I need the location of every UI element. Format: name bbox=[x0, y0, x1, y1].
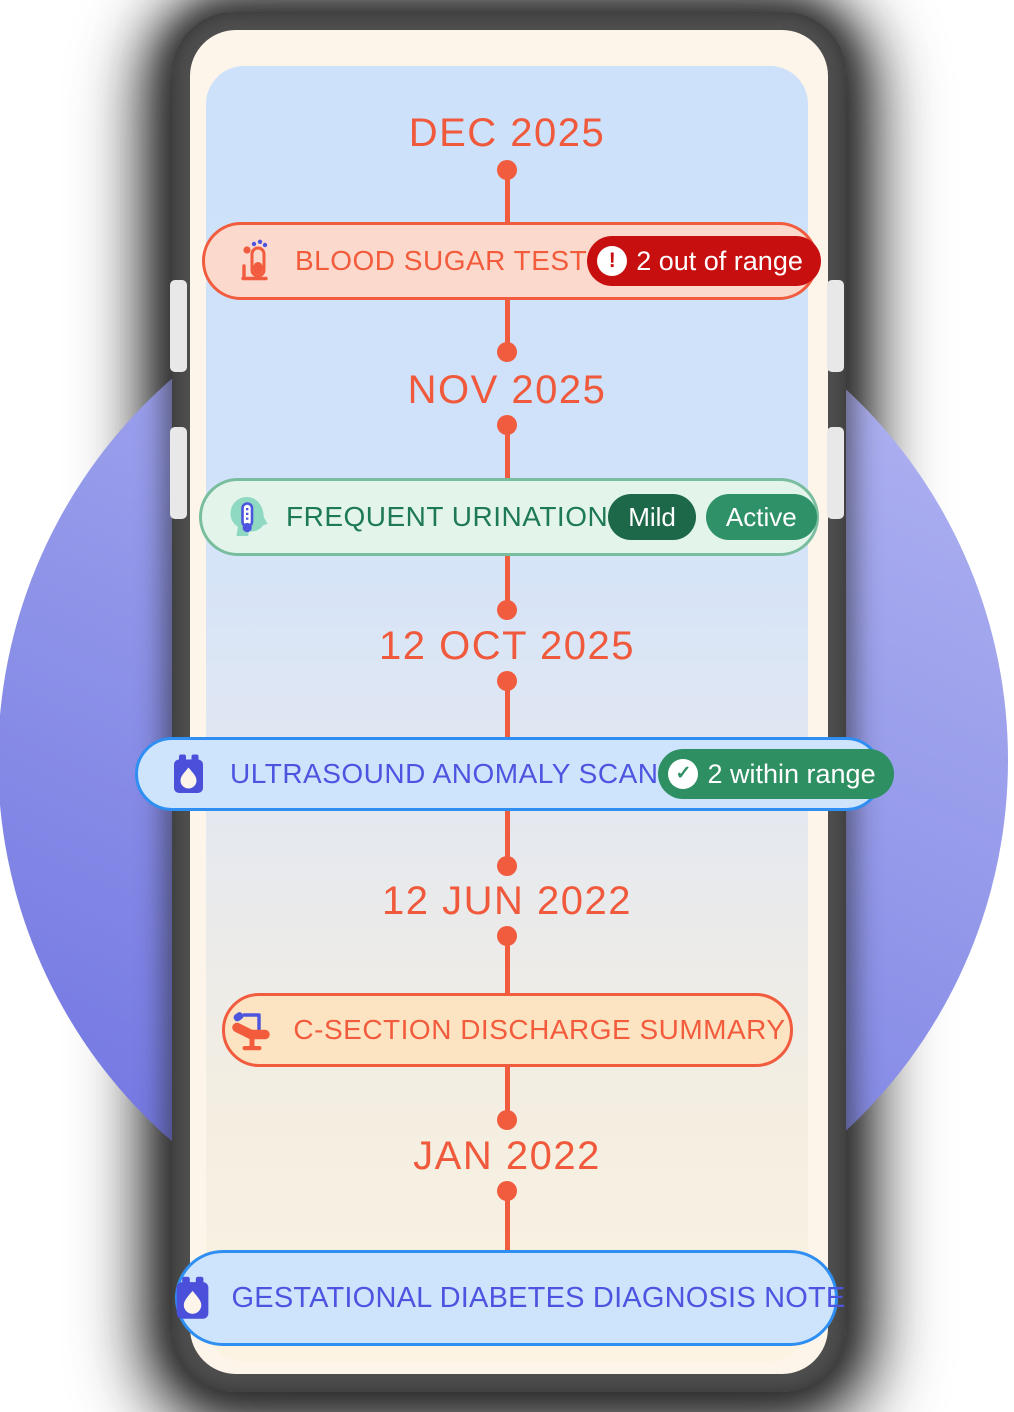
event-label: C-SECTION DISCHARGE SUMMARY bbox=[293, 1014, 786, 1045]
badge-text: Active bbox=[725, 501, 797, 532]
timeline-dot bbox=[497, 160, 517, 180]
status-badge-out-of-range: ! 2 out of range bbox=[587, 236, 821, 286]
volume-down-button bbox=[170, 427, 187, 519]
event-label: ULTRASOUND ANOMALY SCAN bbox=[230, 758, 659, 789]
timeline-dot bbox=[497, 600, 517, 620]
badge-text: 2 out of range bbox=[636, 245, 803, 276]
badge-text: 2 within range bbox=[707, 758, 876, 789]
timeline-line bbox=[505, 1197, 510, 1254]
timeline-date: 12 OCT 2025 bbox=[379, 624, 635, 668]
event-label: FREQUENT URINATION bbox=[286, 501, 609, 532]
timeline-line bbox=[505, 176, 510, 228]
timeline-dot bbox=[497, 1181, 517, 1201]
blood-bag-icon bbox=[176, 1276, 208, 1319]
timeline-line bbox=[505, 1061, 510, 1116]
timeline-line bbox=[505, 804, 510, 862]
timeline-date: 12 JUN 2022 bbox=[382, 879, 632, 923]
blood-bag-icon bbox=[174, 754, 203, 793]
test-tube-icon bbox=[241, 239, 268, 281]
volume-up-button bbox=[170, 280, 187, 372]
timeline-date: NOV 2025 bbox=[407, 368, 607, 412]
timeline-dot bbox=[497, 671, 517, 691]
timeline-line bbox=[505, 942, 510, 999]
head-thermometer-icon bbox=[230, 497, 268, 536]
timeline-line bbox=[505, 552, 510, 606]
exclamation-icon: ! bbox=[597, 246, 628, 276]
badge-text: Mild bbox=[628, 501, 676, 532]
severity-badge-mild: Mild bbox=[608, 494, 696, 540]
timeline-dot bbox=[497, 1110, 517, 1130]
timeline-date: DEC 2025 bbox=[408, 111, 606, 155]
timeline-dot bbox=[497, 415, 517, 435]
event-pill-blood-sugar-test[interactable]: BLOOD SUGAR TEST ! 2 out of range bbox=[202, 222, 821, 300]
check-icon: ✓ bbox=[668, 759, 699, 789]
event-label: GESTATIONAL DIABETES DIAGNOSIS NOTE bbox=[231, 1281, 846, 1314]
timeline-line bbox=[505, 431, 510, 483]
assistant-button bbox=[827, 427, 844, 519]
event-label: BLOOD SUGAR TEST bbox=[295, 245, 588, 276]
timeline-line bbox=[505, 687, 510, 743]
status-badge-active: Active bbox=[705, 494, 817, 540]
timeline-line bbox=[505, 296, 510, 348]
event-pill-frequent-urination[interactable]: FREQUENT URINATION Mild Active bbox=[199, 478, 819, 556]
timeline-date: JAN 2022 bbox=[413, 1134, 601, 1178]
hospital-chair-icon bbox=[232, 1012, 271, 1051]
timeline-dot bbox=[497, 856, 517, 876]
status-badge-within-range: ✓ 2 within range bbox=[658, 749, 894, 799]
power-button bbox=[827, 280, 844, 372]
timeline-dot bbox=[497, 342, 517, 362]
event-pill-ultrasound-anomaly-scan[interactable]: ULTRASOUND ANOMALY SCAN ✓ 2 within range bbox=[135, 737, 894, 811]
event-pill-c-section-discharge-summary[interactable]: C-SECTION DISCHARGE SUMMARY bbox=[222, 993, 793, 1067]
timeline-dot bbox=[497, 926, 517, 946]
event-pill-gestational-diabetes-diagnosis-note[interactable]: GESTATIONAL DIABETES DIAGNOSIS NOTE bbox=[175, 1250, 845, 1346]
